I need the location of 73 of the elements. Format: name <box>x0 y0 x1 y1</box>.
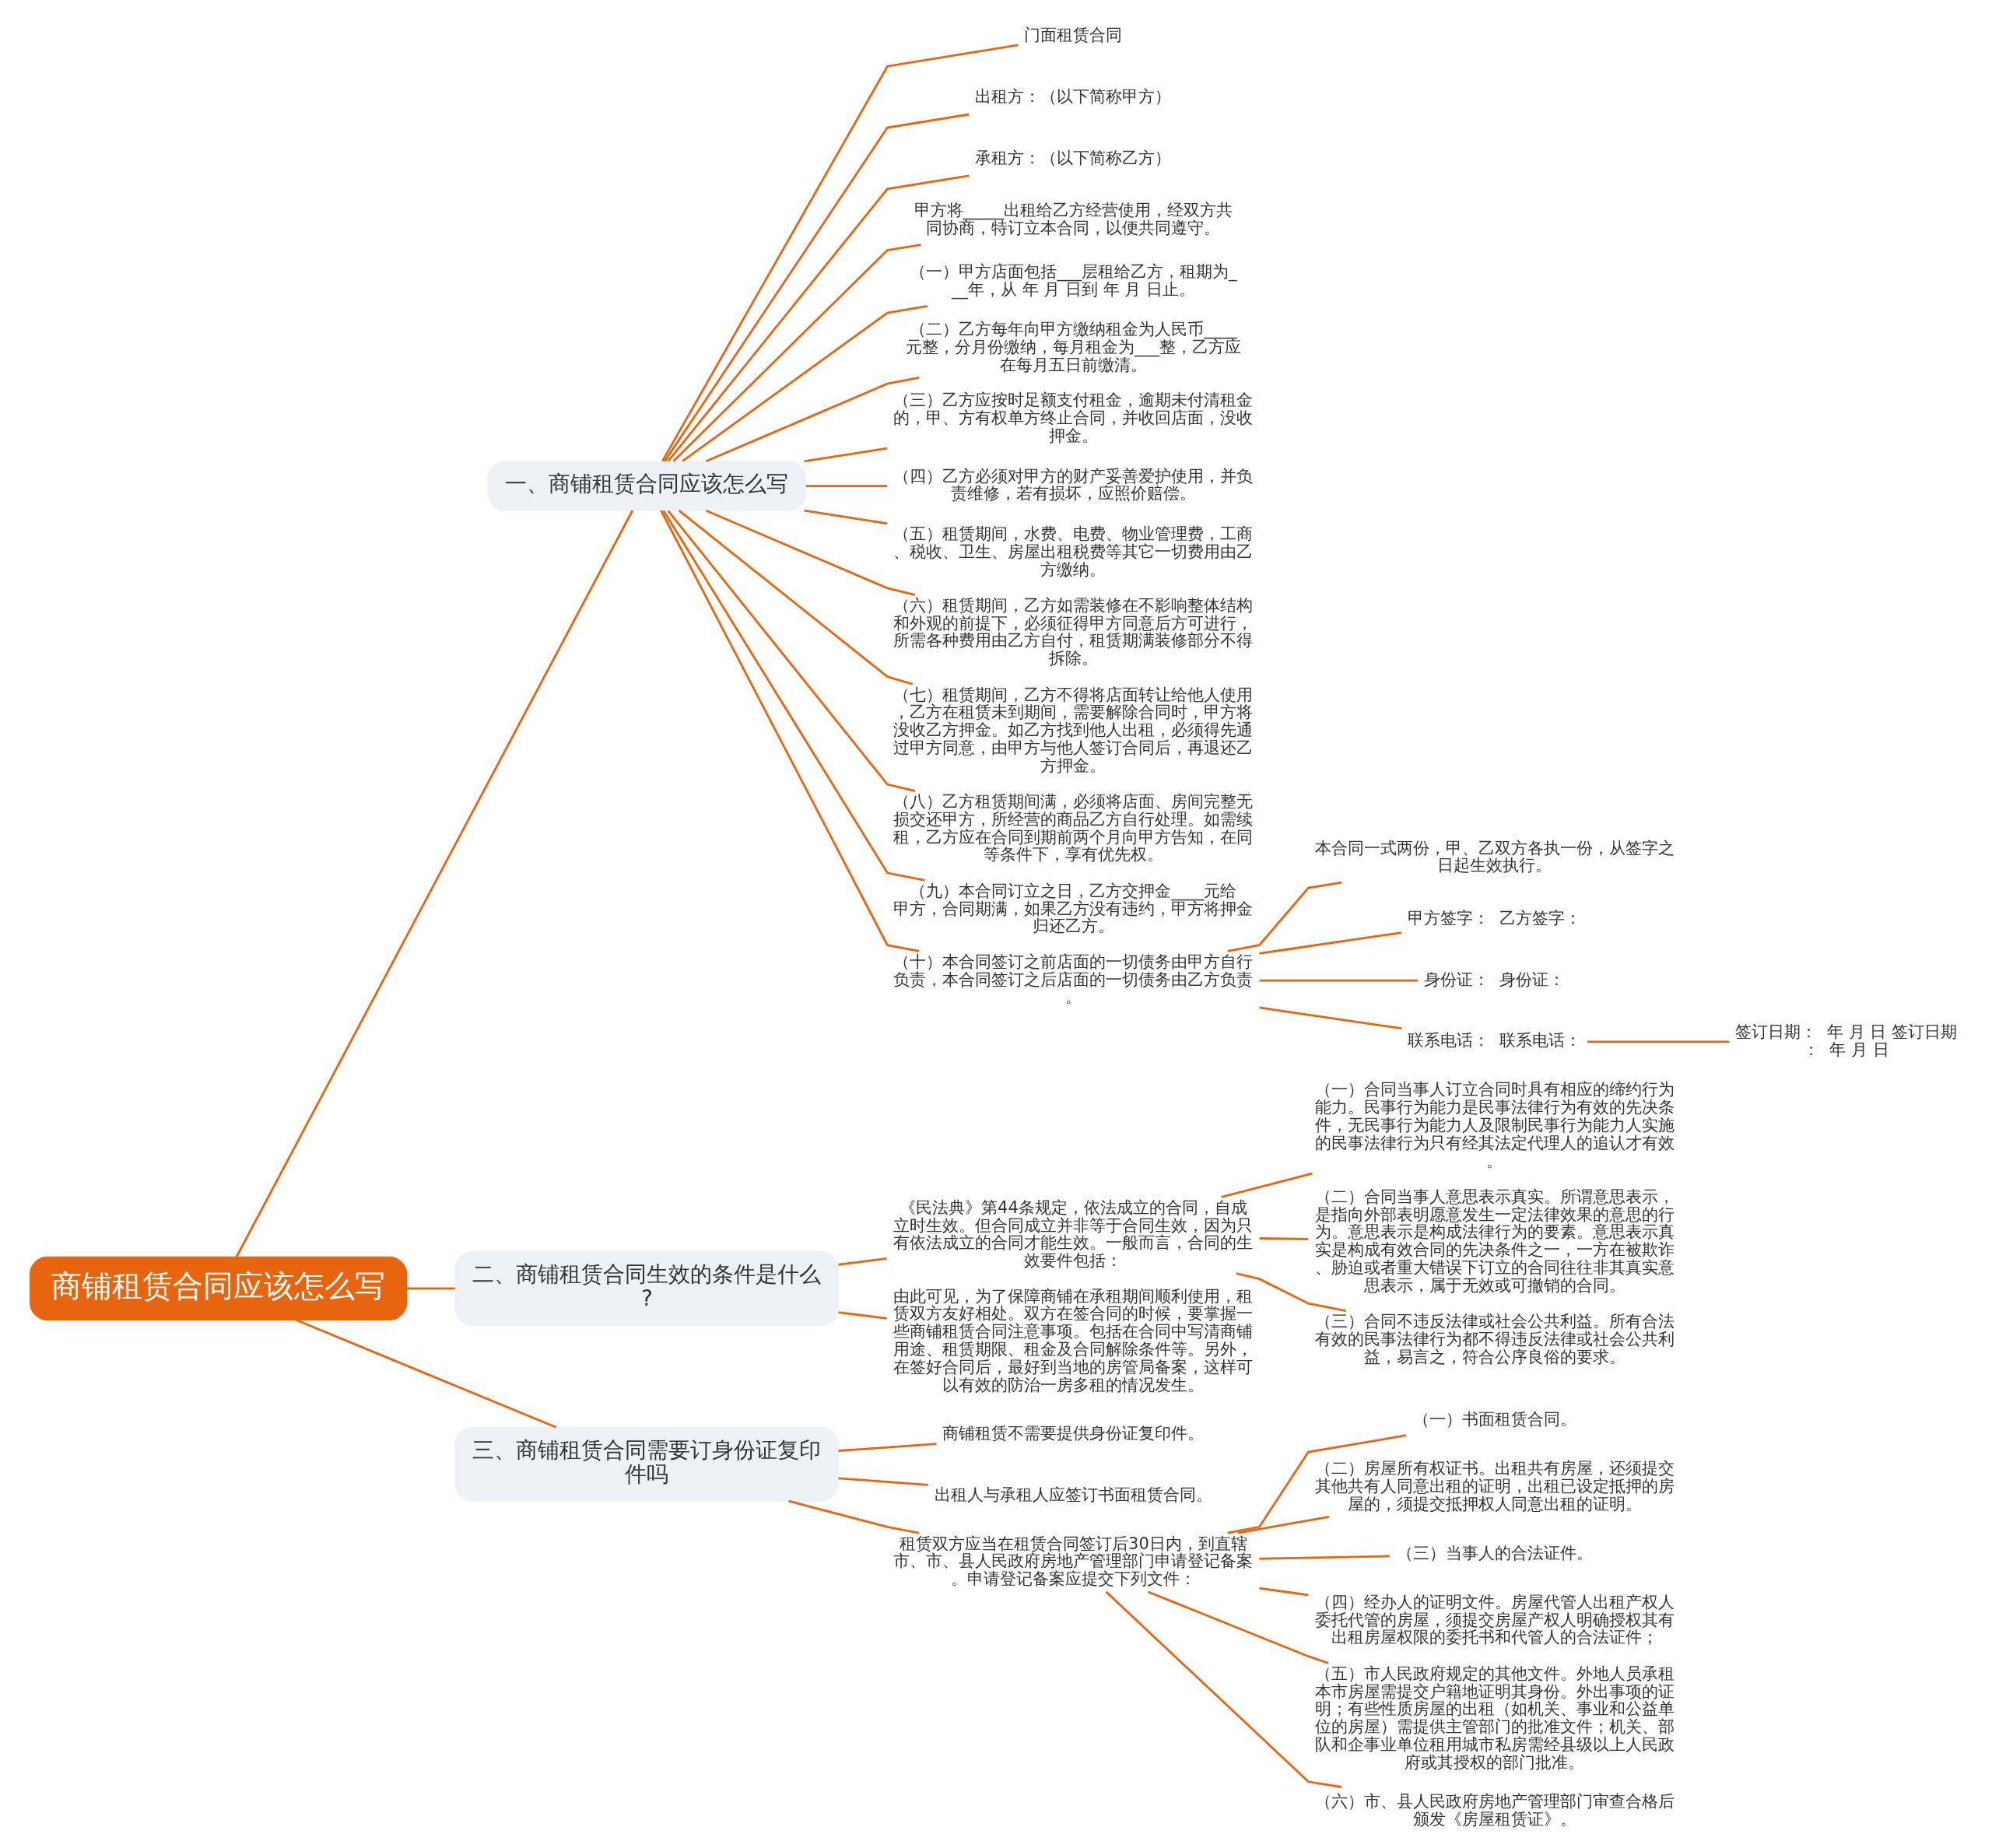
connector <box>1226 1434 1406 1534</box>
node-text: （八）乙方租赁期间满，必须将店面、房间完整无损交还甲方，所经营的商品乙方自行处理。如需续租，乙方应在合同到期前两个月向甲方告知，在同等条件下，享有优先权。 <box>893 791 1253 864</box>
connector <box>837 1311 887 1320</box>
node-text: 甲方签字： 乙方签字： <box>1407 907 1581 928</box>
node-box: 商铺租赁合同应该怎么写 <box>29 1256 407 1321</box>
connector <box>705 510 915 596</box>
node-text: 出租方：（以下简称甲方） <box>974 86 1171 106</box>
node-text: （一）合同当事人订立合同时具有相应的缔约行为能力。民事行为能力是民事法律行为有效的先决条件，无民事行为能力人及限制民事行为能力人实施的民事法律行为只有经其法定代理人的追认才有效。 <box>1314 1079 1675 1170</box>
node-text: （三）乙方应按时足额支付租金，逾期未付清租金的，甲、方有权单方终止合同，并收回店面，没收押金。 <box>893 390 1253 445</box>
node-text: （十）本合同签订之前店面的一切债务由甲方自行负责，本合同签订之后店面的一切债务由乙方负责。 <box>893 951 1253 1007</box>
node-text: （九）本合同订立之日，乙方交押金____元给甲方，合同期满，如果乙方没有违约，甲方将押金归还乙方。 <box>893 880 1253 936</box>
node-text: （三）当事人的合法证件。 <box>1396 1542 1593 1562</box>
connector <box>663 113 969 462</box>
connector <box>1105 1590 1342 1789</box>
connector <box>681 305 928 462</box>
node-text: 身份证： 身份证： <box>1423 969 1565 989</box>
connector <box>1221 1172 1313 1198</box>
connector <box>803 447 887 463</box>
connector <box>405 1287 455 1290</box>
node-text: 承租方：（以下简称乙方） <box>974 147 1171 167</box>
node-text: （二）房屋所有权证书。出租共有房屋，还须提交其他共有人同意出租的证明，出租已设定抵押的房屋的，须提交抵押权人同意出租的证明。 <box>1314 1458 1675 1513</box>
connector <box>1237 1515 1330 1534</box>
node-text: （五）租赁期间，水费、电费、物业管理费，工商、税收、卫生、房屋出租税费等其它一切费用由乙方缴纳。 <box>893 524 1253 579</box>
connector <box>705 377 919 463</box>
node-text: （一）甲方店面包括___层租给乙方，租期为___年，从 年 月 日到 年 月 日止。 <box>909 261 1236 299</box>
connector <box>837 1443 936 1452</box>
node-text: 本合同一式两份，甲、乙双方各执一份，从签字之日起生效执行。 <box>1314 837 1675 875</box>
connector <box>837 1477 928 1486</box>
connector <box>235 510 633 1258</box>
connector <box>1587 1040 1729 1043</box>
connector <box>787 1499 919 1534</box>
connector <box>1259 979 1418 982</box>
connector <box>1259 1237 1308 1240</box>
node-text: （三）合同不违反法律或社会公共利益。所有合法有效的民事法律行为都不得违反法律或社会公共利益，易言之，符合公序良俗的要求。 <box>1314 1311 1675 1366</box>
connector <box>1258 931 1401 955</box>
node-text: （二）乙方每年向甲方缴纳租金为人民币____元整，分月份缴纳，每月租金为___整，乙方应在每月五日前缴清。 <box>905 319 1241 374</box>
connector <box>662 510 925 882</box>
node-text: （六）市、县人民政府房地产管理部门审查合格后颁发《房屋租赁证》。 <box>1314 1791 1675 1829</box>
connector <box>1226 881 1342 952</box>
connector <box>803 509 887 525</box>
connector <box>1258 1006 1401 1030</box>
connector <box>667 510 915 793</box>
node-text: 签订日期： 年 月 日 签订日期： 年 月 日 <box>1734 1022 1957 1059</box>
connector <box>837 1257 887 1266</box>
node-text: 商铺租赁不需要提供身份证复印件。 <box>942 1422 1204 1443</box>
connector <box>1147 1590 1328 1664</box>
node-box: 二、商铺租赁合同生效的条件是什么? <box>454 1250 839 1327</box>
node-text: 由此可见，为了保障商铺在承租期间顺利使用，租赁双方友好相处。双方在签合同的时候，要掌握一些商铺租赁合同注意事项。包括在合同中写清商铺用途、租赁期限、租金及合同解除条件等。另外，在签好合同后，最好到当地的房管局备案，这样可以有效的防治一房多租的情况发生。 <box>893 1285 1253 1394</box>
node-text: （五）市人民政府规定的其他文件。外地人员承租本市房屋需提交户籍地证明其身份。外出事项的证明；有些性质房屋的出租（如机关、事业和公益单位的房屋）需提供主管部门的批准文件；机关、部队和企事业单位租用城市私房需经县级以上人民政府或其授权的部门批准。 <box>1314 1663 1675 1772</box>
connector <box>672 244 921 462</box>
connector <box>1259 1555 1390 1560</box>
node-text: （七）租赁期间，乙方不得将店面转让给他人使用，乙方在租赁未到期间，需要解除合同时，甲方将没收乙方押金。如乙方找到他人出租，必须得先通过甲方同意，由甲方与他人签订合同后，再退还乙方押金。 <box>893 684 1253 775</box>
node-text: （四）乙方必须对甲方的财产妥善爱护使用，并负责维修，若有损坏，应照价赔偿。 <box>893 465 1253 503</box>
connector <box>1236 1272 1346 1313</box>
node-text: （六）租赁期间，乙方如需装修在不影响整体结构和外观的前提下，必须征得甲方同意后方可进行，所需各种费用由乙方自付，租赁期满装修部分不得拆除。 <box>893 594 1253 668</box>
connector <box>805 485 887 487</box>
connector <box>678 510 913 686</box>
node-text: 《民法典》第44条规定，依法成立的合同，自成立时生效。但合同成立并非等于合同生效，因为只有依法成立的合同才能生效。一般而言，合同的生效要件包括： <box>893 1197 1253 1271</box>
node-text: 租赁双方应当在租赁合同签订后30日内，到直辖市、市、县人民政府房地产管理部门申请登记备案。申请登记备案应提交下列文件： <box>893 1533 1253 1589</box>
node-text: 联系电话： 联系电话： <box>1407 1030 1581 1050</box>
connector <box>667 174 969 462</box>
connector <box>295 1319 556 1429</box>
node-text: 门面租赁合同 <box>1023 25 1122 45</box>
node-box: 一、商铺租赁合同应该怎么写 <box>487 461 806 511</box>
node-text: 出租人与承租人应签订书面租赁合同。 <box>934 1484 1212 1504</box>
connector <box>661 44 1019 462</box>
node-text: （二）合同当事人意思表示真实。所谓意思表示，是指向外部表明愿意发生一定法律效果的意思的行为。意思表示是构成法律行为的要素。意思表示真实是构成有效合同的先决条件之一，一方在被欺诈、胁迫或者重大错误下订立的合同往往非其真实意思表示，属于无效或可撤销的合同。 <box>1314 1186 1675 1295</box>
node-text: 甲方将_____出租给乙方经营使用，经双方共同协商，特订立本合同，以便共同遵守。 <box>914 200 1233 237</box>
node-text: （一）书面租赁合同。 <box>1412 1409 1576 1429</box>
node-box: 三、商铺租赁合同需要订身份证复印件吗 <box>454 1426 839 1502</box>
connector <box>1258 1587 1308 1597</box>
connector <box>659 510 919 952</box>
node-text: （四）经办人的证明文件。房屋代管人出租产权人委托代管的房屋，须提交房屋产权人明确授权其有出租房屋权限的委托书和代管人的合法证件； <box>1314 1591 1675 1647</box>
